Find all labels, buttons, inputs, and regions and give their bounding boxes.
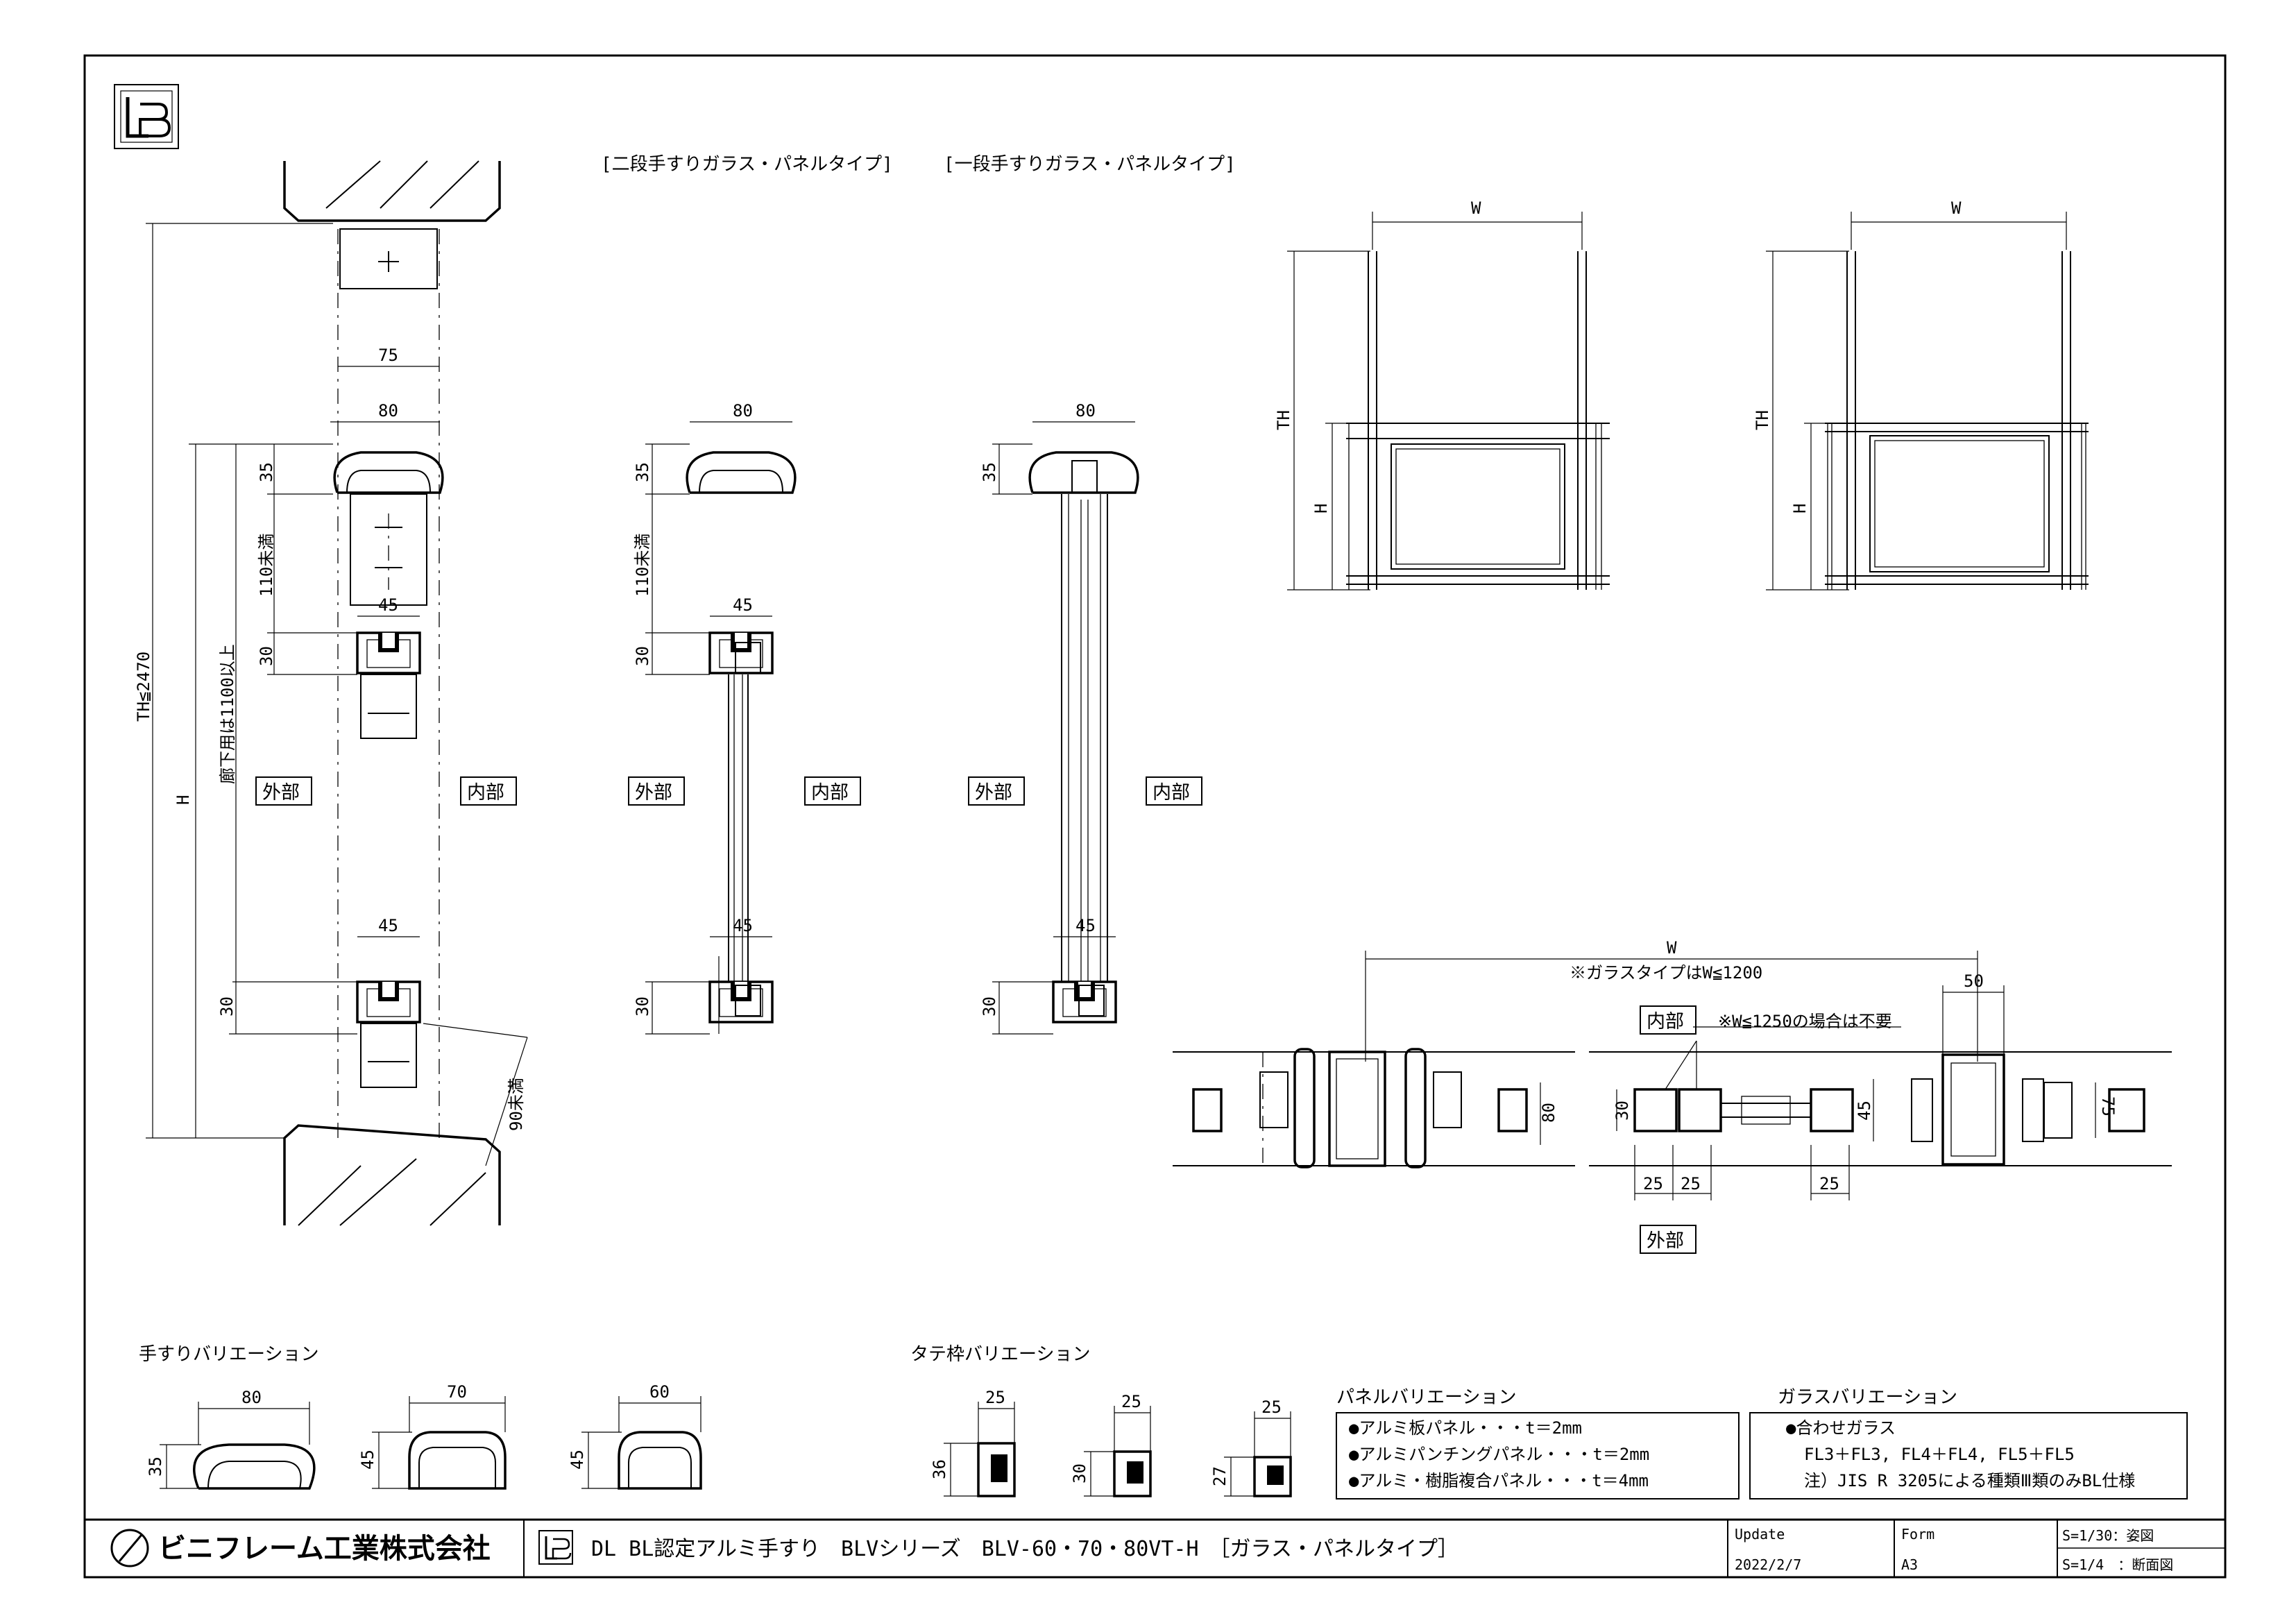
dim-main-corridor: 廊下用は1100以上 (218, 644, 237, 784)
update-value: 2022/2/7 (1735, 1556, 1801, 1573)
dim-two-30b: 30 (633, 996, 652, 1017)
label-outside-1: 外部 (262, 782, 300, 804)
dim-main-35: 35 (257, 462, 276, 482)
post-36-width: 25 (985, 1388, 1005, 1407)
dim-two-80: 80 (733, 401, 753, 420)
panel-var-box (1336, 1412, 1740, 1499)
dim-main-110: 110未満 (257, 534, 276, 597)
label-inside-2: 内部 (811, 782, 849, 804)
elev1-th: TH (1274, 410, 1293, 430)
form-label: Form (1901, 1526, 1934, 1543)
label-outside-2: 外部 (635, 782, 672, 804)
plan-glass-note: ※ガラスタイプはW≦1200 (1570, 963, 1762, 983)
post-27-height: 27 (1210, 1466, 1230, 1486)
glass-var-title: ガラスバリエーション (1778, 1387, 1957, 1408)
elev2-w: W (1951, 198, 1962, 218)
post-variation-30 (1084, 1406, 1152, 1497)
handrail-70-width: 70 (447, 1382, 467, 1402)
plan-label-inside: 内部 (1647, 1011, 1684, 1033)
glass-var-1: ●合わせガラス (1786, 1418, 1896, 1438)
dim-two-45a: 45 (733, 595, 753, 615)
dim-one-35: 35 (980, 462, 999, 482)
handrail-80-width: 80 (241, 1388, 262, 1407)
dim-main-75: 75 (378, 346, 398, 365)
update-label: Update (1735, 1526, 1785, 1543)
handrail-variation-80 (160, 1402, 316, 1490)
scale-1: S=1/30：姿図 (2062, 1527, 2154, 1544)
plan-view (1173, 951, 2172, 1200)
label-inside-3: 内部 (1153, 782, 1190, 804)
panel-var-2: ●アルミパンチングパネル・・・t＝2mm (1349, 1445, 1649, 1464)
panel-var-3: ●アルミ・樹脂複合パネル・・・t＝4mm (1349, 1471, 1649, 1490)
dim-two-30a: 30 (633, 646, 652, 666)
header-two-stage: [二段手すりガラス・パネルタイプ] (601, 154, 893, 175)
dim-two-110: 110未満 (633, 534, 652, 597)
dim-main-30b: 30 (217, 996, 237, 1017)
dim-main-30a: 30 (257, 646, 276, 666)
handrail-variation-60 (581, 1396, 702, 1490)
product-title: DL BL認定アルミ手すり BLVシリーズ BLV-60・70・80VT-H ［… (591, 1537, 1459, 1561)
panel-var-1: ●アルミ板パネル・・・t＝2mm (1349, 1418, 1582, 1438)
plan-label-outside: 外部 (1647, 1230, 1684, 1252)
dim-two-45b: 45 (733, 916, 753, 935)
post-30-height: 30 (1070, 1463, 1089, 1484)
dim-main-th: TH≦2470 (134, 652, 153, 722)
section-view-one-stage (992, 421, 1139, 1035)
dim-main-h: H (173, 795, 193, 805)
glass-var-3: 注）JIS R 3205による種類Ⅲ類のみBL仕様 (1804, 1471, 2135, 1490)
plan-dim-25b: 25 (1681, 1174, 1701, 1193)
section-view-two-stage (645, 421, 797, 1035)
handrail-80-height: 35 (146, 1456, 165, 1477)
dim-main-80: 80 (378, 401, 398, 420)
dim-one-80: 80 (1075, 401, 1096, 420)
elev2-th: TH (1753, 410, 1772, 430)
plan-w-note: ※W≦1250の場合は不要 (1718, 1012, 1892, 1031)
handrail-70-height: 45 (358, 1450, 377, 1470)
post-30-width: 25 (1121, 1392, 1141, 1411)
title-block (85, 1518, 2225, 1577)
label-inside-1: 内部 (467, 782, 504, 804)
glass-var-box (1749, 1412, 2188, 1499)
dim-main-90: 90未満 (507, 1078, 526, 1131)
form-value: A3 (1901, 1556, 1918, 1573)
handrail-var-title: 手すりバリエーション (139, 1344, 318, 1365)
elev1-w: W (1471, 198, 1481, 218)
sheet-border (83, 54, 2227, 1579)
plan-dim-50: 50 (1964, 971, 1984, 991)
panel-var-title: パネルバリエーション (1336, 1387, 1516, 1408)
handrail-variation-70 (372, 1396, 507, 1490)
plan-dim-75: 75 (2098, 1096, 2118, 1116)
post-var-title: タテ枠バリエーション (910, 1344, 1090, 1365)
plan-dim-30: 30 (1613, 1101, 1632, 1121)
elevation-two-stage (1287, 212, 1610, 590)
glass-var-2: FL3＋FL3, FL4＋FL4, FL5＋FL5 (1804, 1445, 2075, 1464)
dim-main-45b: 45 (378, 916, 398, 935)
section-view-main (146, 160, 528, 1226)
post-27-width: 25 (1261, 1397, 1282, 1417)
elev1-h: H (1311, 504, 1331, 513)
label-outside-3: 外部 (975, 782, 1012, 804)
plan-dim-25c: 25 (1819, 1174, 1839, 1193)
handrail-60-height: 45 (568, 1450, 587, 1470)
logo-icon (114, 84, 179, 149)
post-variation-36 (944, 1402, 1016, 1497)
dim-one-30: 30 (980, 996, 999, 1017)
dim-one-45: 45 (1075, 916, 1096, 935)
scale-2: S=1/4 ：断面図 (2062, 1556, 2173, 1573)
elev2-h: H (1790, 504, 1810, 513)
elevation-one-stage (1766, 212, 2089, 590)
company-name: ビニフレーム工業株式会社 (158, 1533, 491, 1565)
dim-main-45a: 45 (378, 595, 398, 615)
post-36-height: 36 (930, 1459, 949, 1479)
post-variation-27 (1224, 1411, 1292, 1497)
plan-dim-80: 80 (1539, 1103, 1558, 1123)
dim-two-35: 35 (633, 462, 652, 482)
plan-dim-25a: 25 (1643, 1174, 1663, 1193)
plan-dim-45: 45 (1855, 1101, 1874, 1121)
handrail-60-width: 60 (649, 1382, 670, 1402)
plan-w: W (1667, 938, 1677, 958)
header-one-stage: [一段手すりガラス・パネルタイプ] (944, 154, 1236, 175)
